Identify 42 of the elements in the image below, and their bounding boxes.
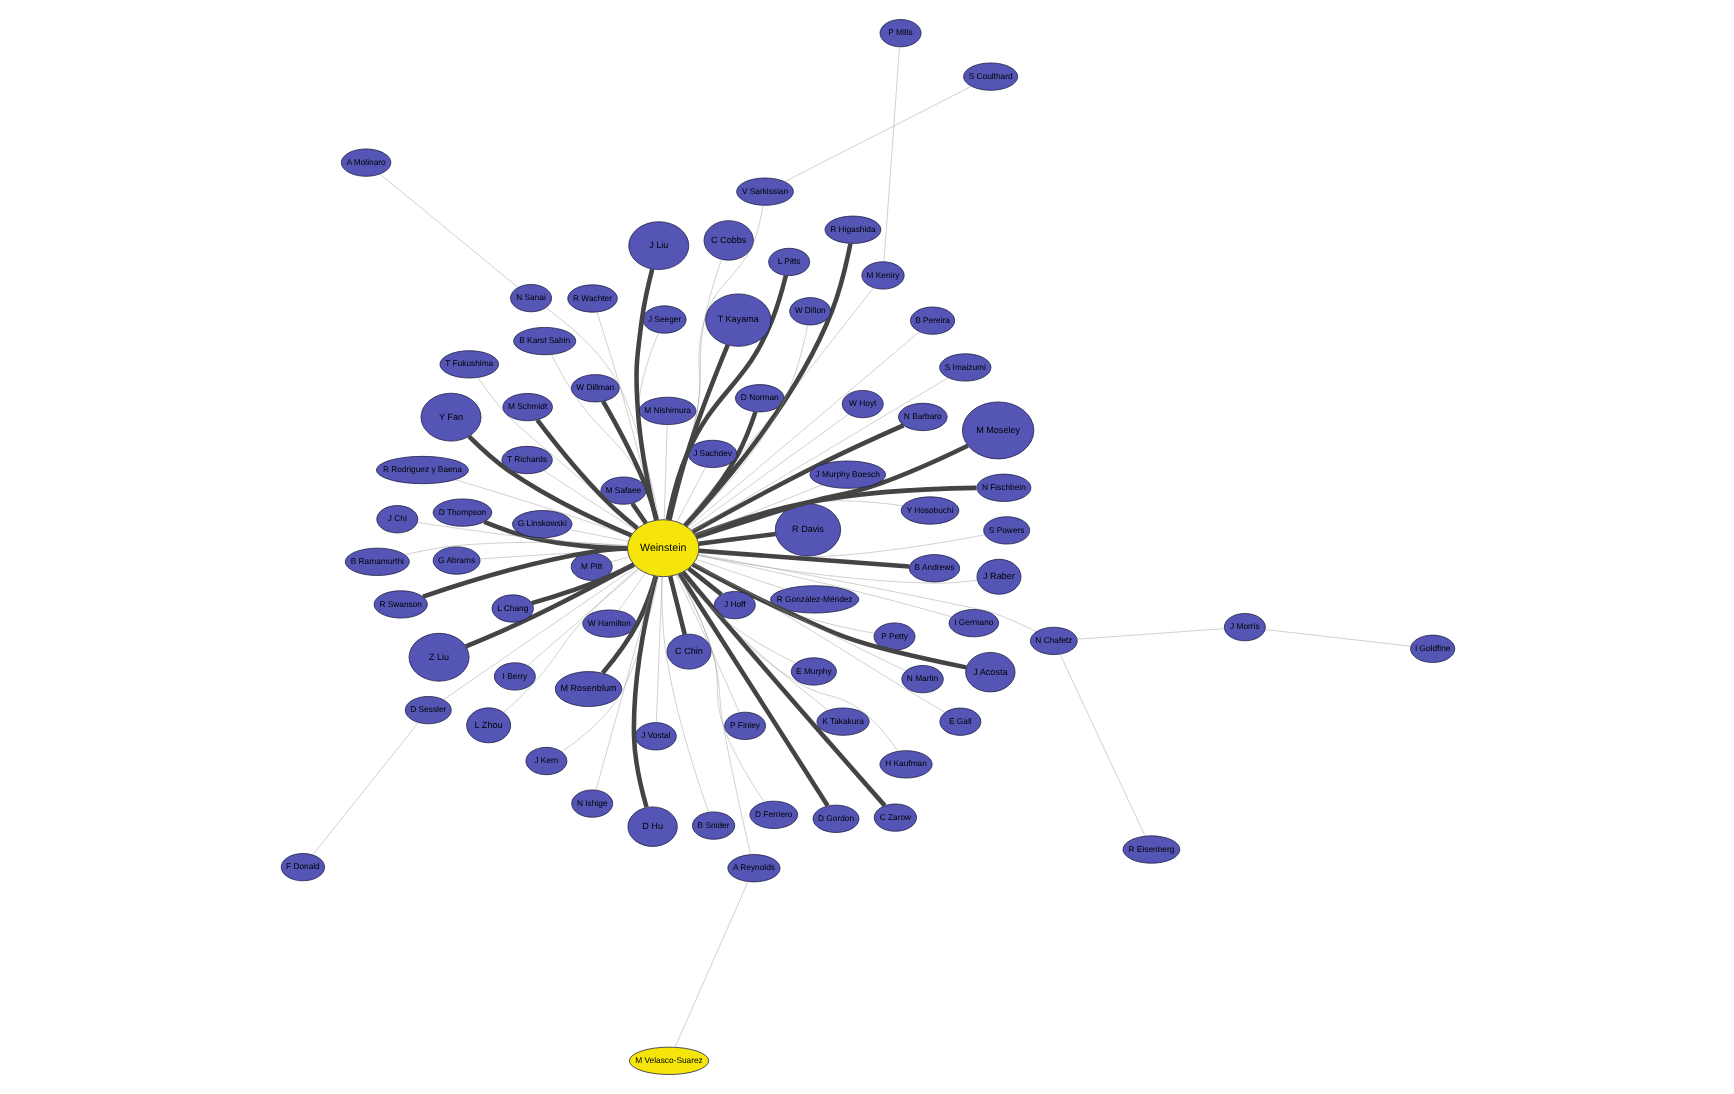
connector — [666, 344, 729, 521]
connector — [416, 522, 627, 547]
connector — [679, 572, 795, 664]
connector — [568, 529, 628, 542]
connector — [609, 556, 629, 562]
connector — [686, 566, 722, 597]
connector — [676, 572, 829, 807]
connector — [694, 484, 822, 536]
connector — [482, 519, 627, 551]
connector — [594, 576, 655, 791]
connector — [675, 467, 705, 522]
connector — [882, 46, 899, 262]
connector — [681, 287, 873, 525]
connector — [697, 531, 775, 546]
connector — [680, 572, 898, 752]
connector — [378, 173, 518, 288]
connector — [1264, 629, 1410, 647]
connector — [660, 576, 708, 813]
connector — [1076, 628, 1224, 640]
connector — [542, 470, 635, 531]
connector — [695, 559, 784, 590]
connector — [697, 548, 909, 569]
connector — [673, 881, 748, 1048]
connector — [674, 574, 739, 713]
connector — [530, 562, 634, 606]
connector — [783, 86, 971, 182]
connector — [680, 572, 828, 711]
connector — [403, 542, 627, 555]
connector — [311, 722, 418, 855]
connector — [655, 576, 662, 723]
connector — [629, 502, 647, 525]
connector — [676, 573, 750, 855]
connector — [617, 572, 645, 611]
connector — [662, 424, 667, 520]
connector — [534, 418, 638, 531]
connector — [599, 575, 658, 675]
connector — [1058, 654, 1145, 837]
connector — [680, 570, 886, 808]
connector — [690, 562, 966, 670]
connector — [667, 575, 686, 635]
connector — [630, 575, 657, 808]
connector — [692, 563, 906, 672]
